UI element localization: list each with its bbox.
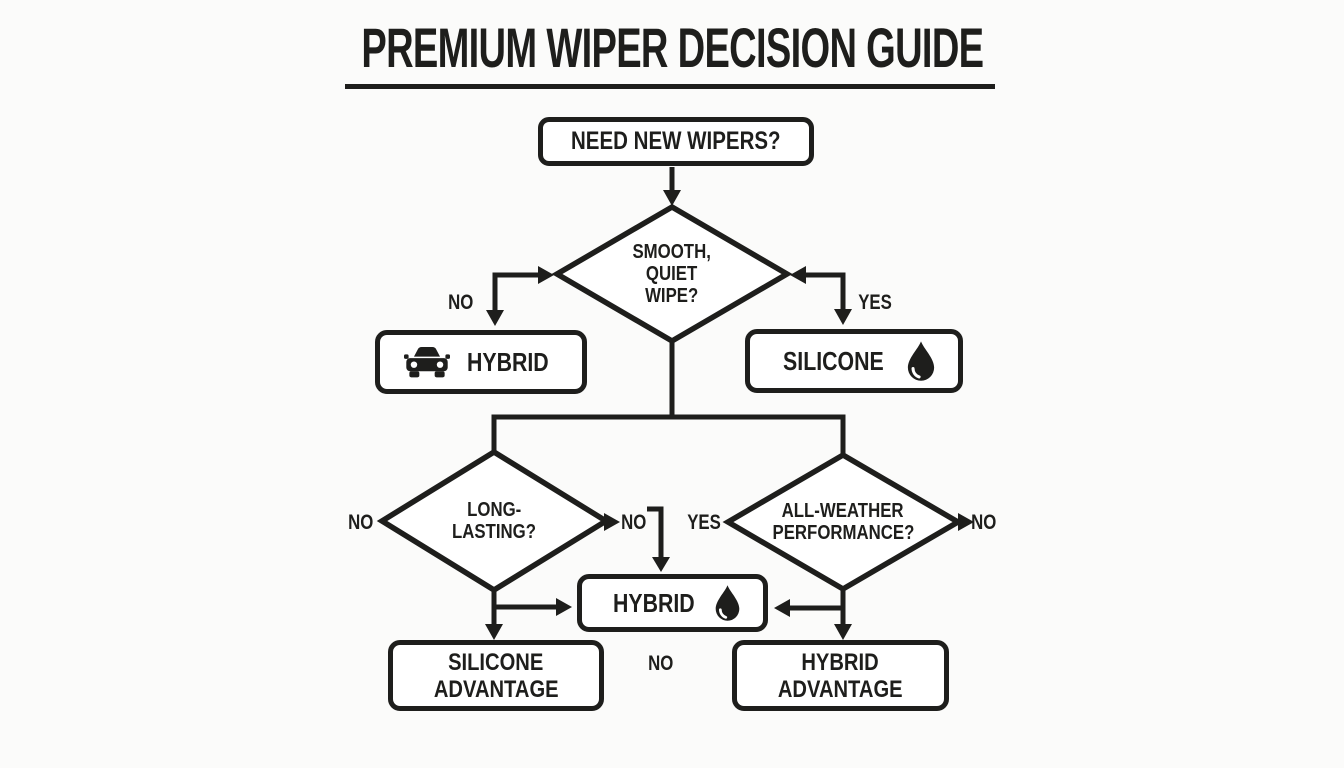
branch-label-no-long-left: NO <box>348 511 374 534</box>
node-hybrid-advantage: HYBRID ADVANTAGE <box>732 640 949 711</box>
decision-all-weather-line2: PERFORMANCE? <box>772 522 914 544</box>
decision-diamond-long-lasting <box>376 448 612 594</box>
node-hybrid: HYBRID <box>375 330 587 394</box>
branch-label-no-smooth: NO <box>448 291 474 314</box>
node-silicone-advantage-line1: SILICONE <box>448 648 544 676</box>
branch-label-yes-smooth: YES <box>858 291 892 314</box>
node-need-new-wipers: NEED NEW WIPERS? <box>538 117 814 166</box>
decision-all-weather-label: ALL-WEATHER PERFORMANCE? <box>733 500 953 544</box>
droplet-icon <box>715 585 740 621</box>
node-silicone-label: SILICONE <box>782 345 884 376</box>
decision-smooth-quiet-label: SMOOTH, QUIET WIPE? <box>572 241 772 307</box>
branch-label-yes-weather: YES <box>687 511 721 534</box>
branch-label-no-long-right: NO <box>621 511 647 534</box>
droplet-icon <box>908 341 935 381</box>
branch-label-no-bottom: NO <box>648 652 674 675</box>
node-need-new-wipers-label: NEED NEW WIPERS? <box>571 127 781 155</box>
title-underline <box>345 84 995 89</box>
page-title: PREMIUM WIPER DECISION GUIDE <box>0 20 1344 76</box>
decision-diamond-smooth-quiet <box>551 203 793 345</box>
connector-lines <box>485 167 974 640</box>
node-silicone: SILICONE <box>745 329 963 393</box>
decision-diamond-all-weather <box>722 451 964 593</box>
decision-long-lasting-line2: LASTING? <box>452 521 536 543</box>
decision-smooth-quiet-line1: SMOOTH, <box>632 241 712 263</box>
node-hybrid-middle-label: HYBRID <box>613 587 695 618</box>
node-hybrid-advantage-line2: ADVANTAGE <box>778 675 903 703</box>
decision-all-weather-line1: ALL-WEATHER <box>782 500 904 522</box>
decision-smooth-quiet-line3: WIPE? <box>645 285 699 307</box>
node-hybrid-advantage-line1: HYBRID <box>801 648 880 676</box>
decision-long-lasting-label: LONG- LASTING? <box>394 499 594 543</box>
node-hybrid-middle: HYBRID <box>577 574 768 632</box>
decision-long-lasting-line1: LONG- <box>466 499 522 521</box>
node-silicone-advantage: SILICONE ADVANTAGE <box>388 640 604 711</box>
decision-smooth-quiet-line2: QUIET <box>646 263 698 285</box>
page-title-text: PREMIUM WIPER DECISION GUIDE <box>360 16 984 79</box>
car-icon <box>404 347 451 378</box>
branch-label-no-weather: NO <box>971 511 997 534</box>
node-silicone-advantage-line2: ADVANTAGE <box>433 675 559 703</box>
node-hybrid-label: HYBRID <box>467 346 549 377</box>
